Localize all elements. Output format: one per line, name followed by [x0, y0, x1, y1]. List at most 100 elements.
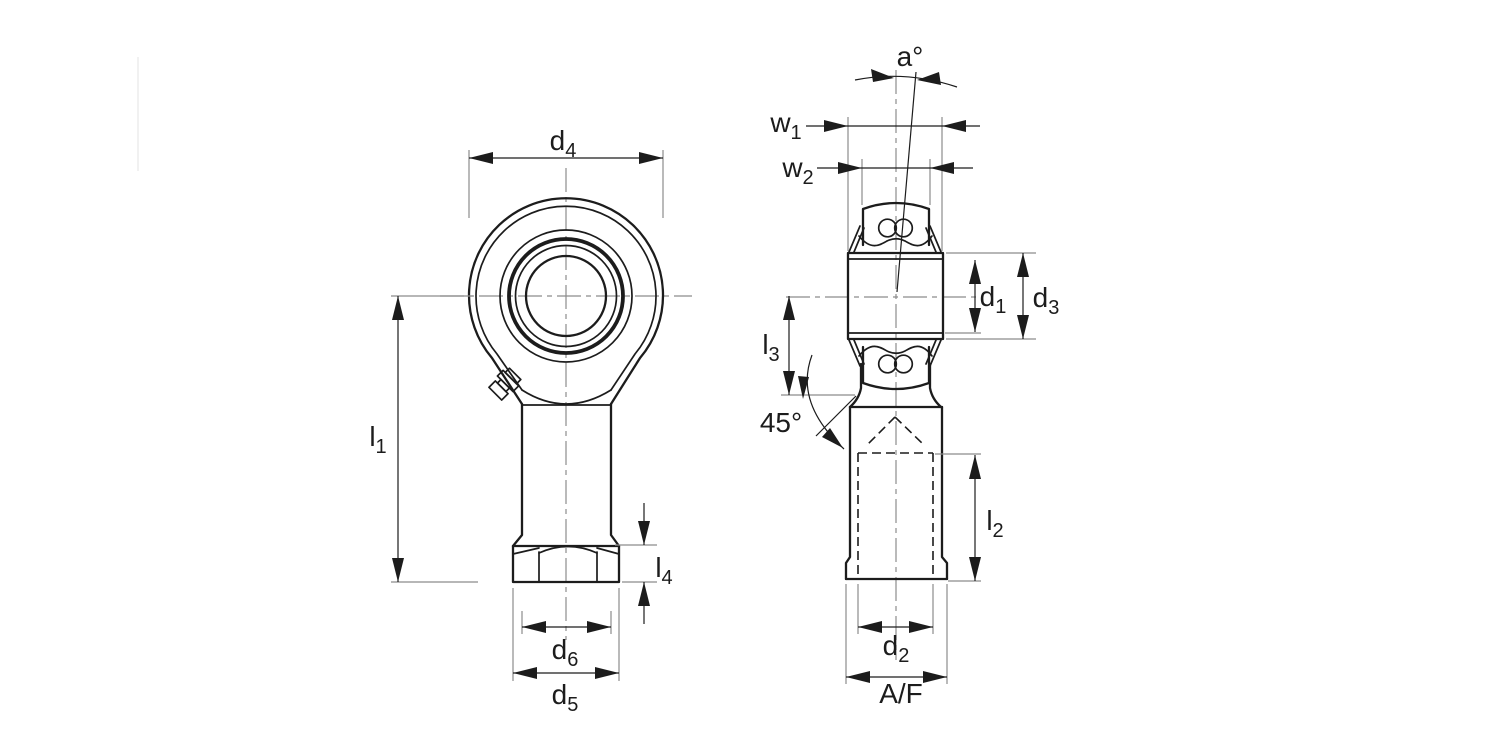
inner-ring-od-circle — [514, 244, 618, 348]
side-view: a° w1 w2 d1 — [760, 41, 1060, 709]
arrowhead — [846, 671, 870, 683]
dim-d6: d6 — [521, 611, 612, 671]
hex-facet-lines — [538, 551, 598, 583]
shank-left-side — [844, 405, 852, 581]
ball-top-right — [893, 218, 914, 238]
label-w2: w2 — [781, 152, 813, 189]
ball-bottom-left — [877, 354, 898, 374]
label-l3: l3 — [762, 329, 779, 366]
label-l1: l1 — [369, 421, 386, 458]
dim-d1: d1 — [945, 260, 1007, 334]
arrowhead — [824, 120, 848, 132]
dim-d5: d5 — [512, 588, 620, 716]
arrowhead — [783, 296, 795, 320]
arrowhead — [469, 152, 493, 164]
label-af: A/F — [879, 678, 923, 709]
label-45: 45° — [760, 407, 802, 438]
angle-arc — [854, 75, 958, 88]
arrowhead — [969, 308, 981, 332]
arrowhead — [858, 621, 882, 633]
arrowhead — [513, 667, 537, 679]
dim-l3: l3 — [762, 296, 855, 396]
thread-bore-hidden — [857, 452, 934, 578]
label-l4: l4 — [655, 552, 672, 589]
arrowhead — [638, 521, 650, 545]
tilt-axis-line — [896, 71, 917, 293]
arrowhead — [969, 455, 981, 479]
arrowhead — [522, 621, 546, 633]
housing-lips-top — [848, 225, 942, 253]
label-a: a° — [897, 41, 924, 72]
shank-side — [844, 362, 949, 581]
arrowhead — [871, 69, 894, 82]
arrowhead — [838, 162, 862, 174]
neck-right — [928, 362, 943, 409]
dim-d3: d3 — [946, 252, 1060, 340]
arrowhead — [917, 72, 941, 85]
outer-ring-od-circle — [499, 229, 633, 363]
chamfer-direction-line — [815, 395, 857, 437]
dim-a: a° — [854, 41, 958, 88]
arrowhead — [595, 667, 619, 679]
arrowhead — [587, 621, 611, 633]
dim-l2: l2 — [935, 453, 1004, 582]
arrowhead — [923, 671, 947, 683]
dim-af: A/F — [845, 584, 948, 709]
label-d5: d5 — [552, 679, 579, 716]
dim-45: 45° — [760, 354, 857, 450]
head-boss-arc — [521, 389, 612, 405]
grease-nipple — [488, 367, 522, 401]
head-outer-contour — [467, 197, 665, 406]
label-l2: l2 — [986, 505, 1003, 542]
arrowhead — [392, 296, 404, 320]
housing-block — [846, 251, 945, 341]
outer-ring-bottom-section — [861, 345, 931, 391]
dim-w2: w2 — [781, 152, 973, 205]
label-d1: d1 — [980, 281, 1007, 318]
dim-l4: l4 — [615, 503, 673, 624]
grease-nipple-cap — [488, 380, 509, 401]
housing-outline — [846, 251, 945, 341]
arrowhead — [639, 152, 663, 164]
bearing-bottom-section — [848, 339, 942, 391]
arrowhead — [1017, 253, 1029, 277]
hex-chamfer-arcs — [512, 545, 620, 555]
race-curve-top — [858, 235, 933, 247]
label-d4: d4 — [550, 125, 577, 162]
label-d2: d2 — [883, 630, 910, 667]
bearing-top-section — [848, 201, 942, 253]
outer-ring-groove-circle — [507, 237, 625, 355]
arrowhead — [798, 376, 809, 399]
outer-ring-top-section — [861, 201, 931, 247]
label-d3: d3 — [1033, 282, 1060, 319]
shank-right-side — [940, 405, 949, 581]
shank-left-edge — [511, 402, 524, 548]
shank-right-edge — [609, 402, 621, 548]
race-curve-bottom — [858, 345, 933, 357]
arrowhead — [969, 260, 981, 284]
dim-l1: l1 — [369, 295, 478, 583]
arrowhead — [822, 428, 843, 448]
arrowhead — [930, 162, 954, 174]
label-w1: w1 — [769, 107, 801, 144]
front-view: d4 l1 l4 d6 — [369, 125, 692, 716]
housing-lips-bottom — [848, 339, 942, 367]
thread-drill-point-hidden — [865, 416, 926, 447]
arrowhead — [638, 582, 650, 606]
arrowhead — [1017, 315, 1029, 339]
head-inner-contour — [475, 205, 657, 391]
arrowhead — [909, 621, 933, 633]
arrowhead — [969, 557, 981, 581]
arrowhead — [392, 558, 404, 582]
label-d6: d6 — [552, 634, 579, 671]
bore-circle — [524, 254, 608, 338]
dim-d4: d4 — [468, 125, 664, 218]
arrowhead — [942, 120, 966, 132]
ball-bottom-right — [893, 354, 914, 374]
ball-top-left — [877, 218, 898, 238]
neck-left — [848, 362, 863, 409]
arrowhead — [783, 371, 795, 395]
dim-w1: w1 — [769, 107, 980, 251]
